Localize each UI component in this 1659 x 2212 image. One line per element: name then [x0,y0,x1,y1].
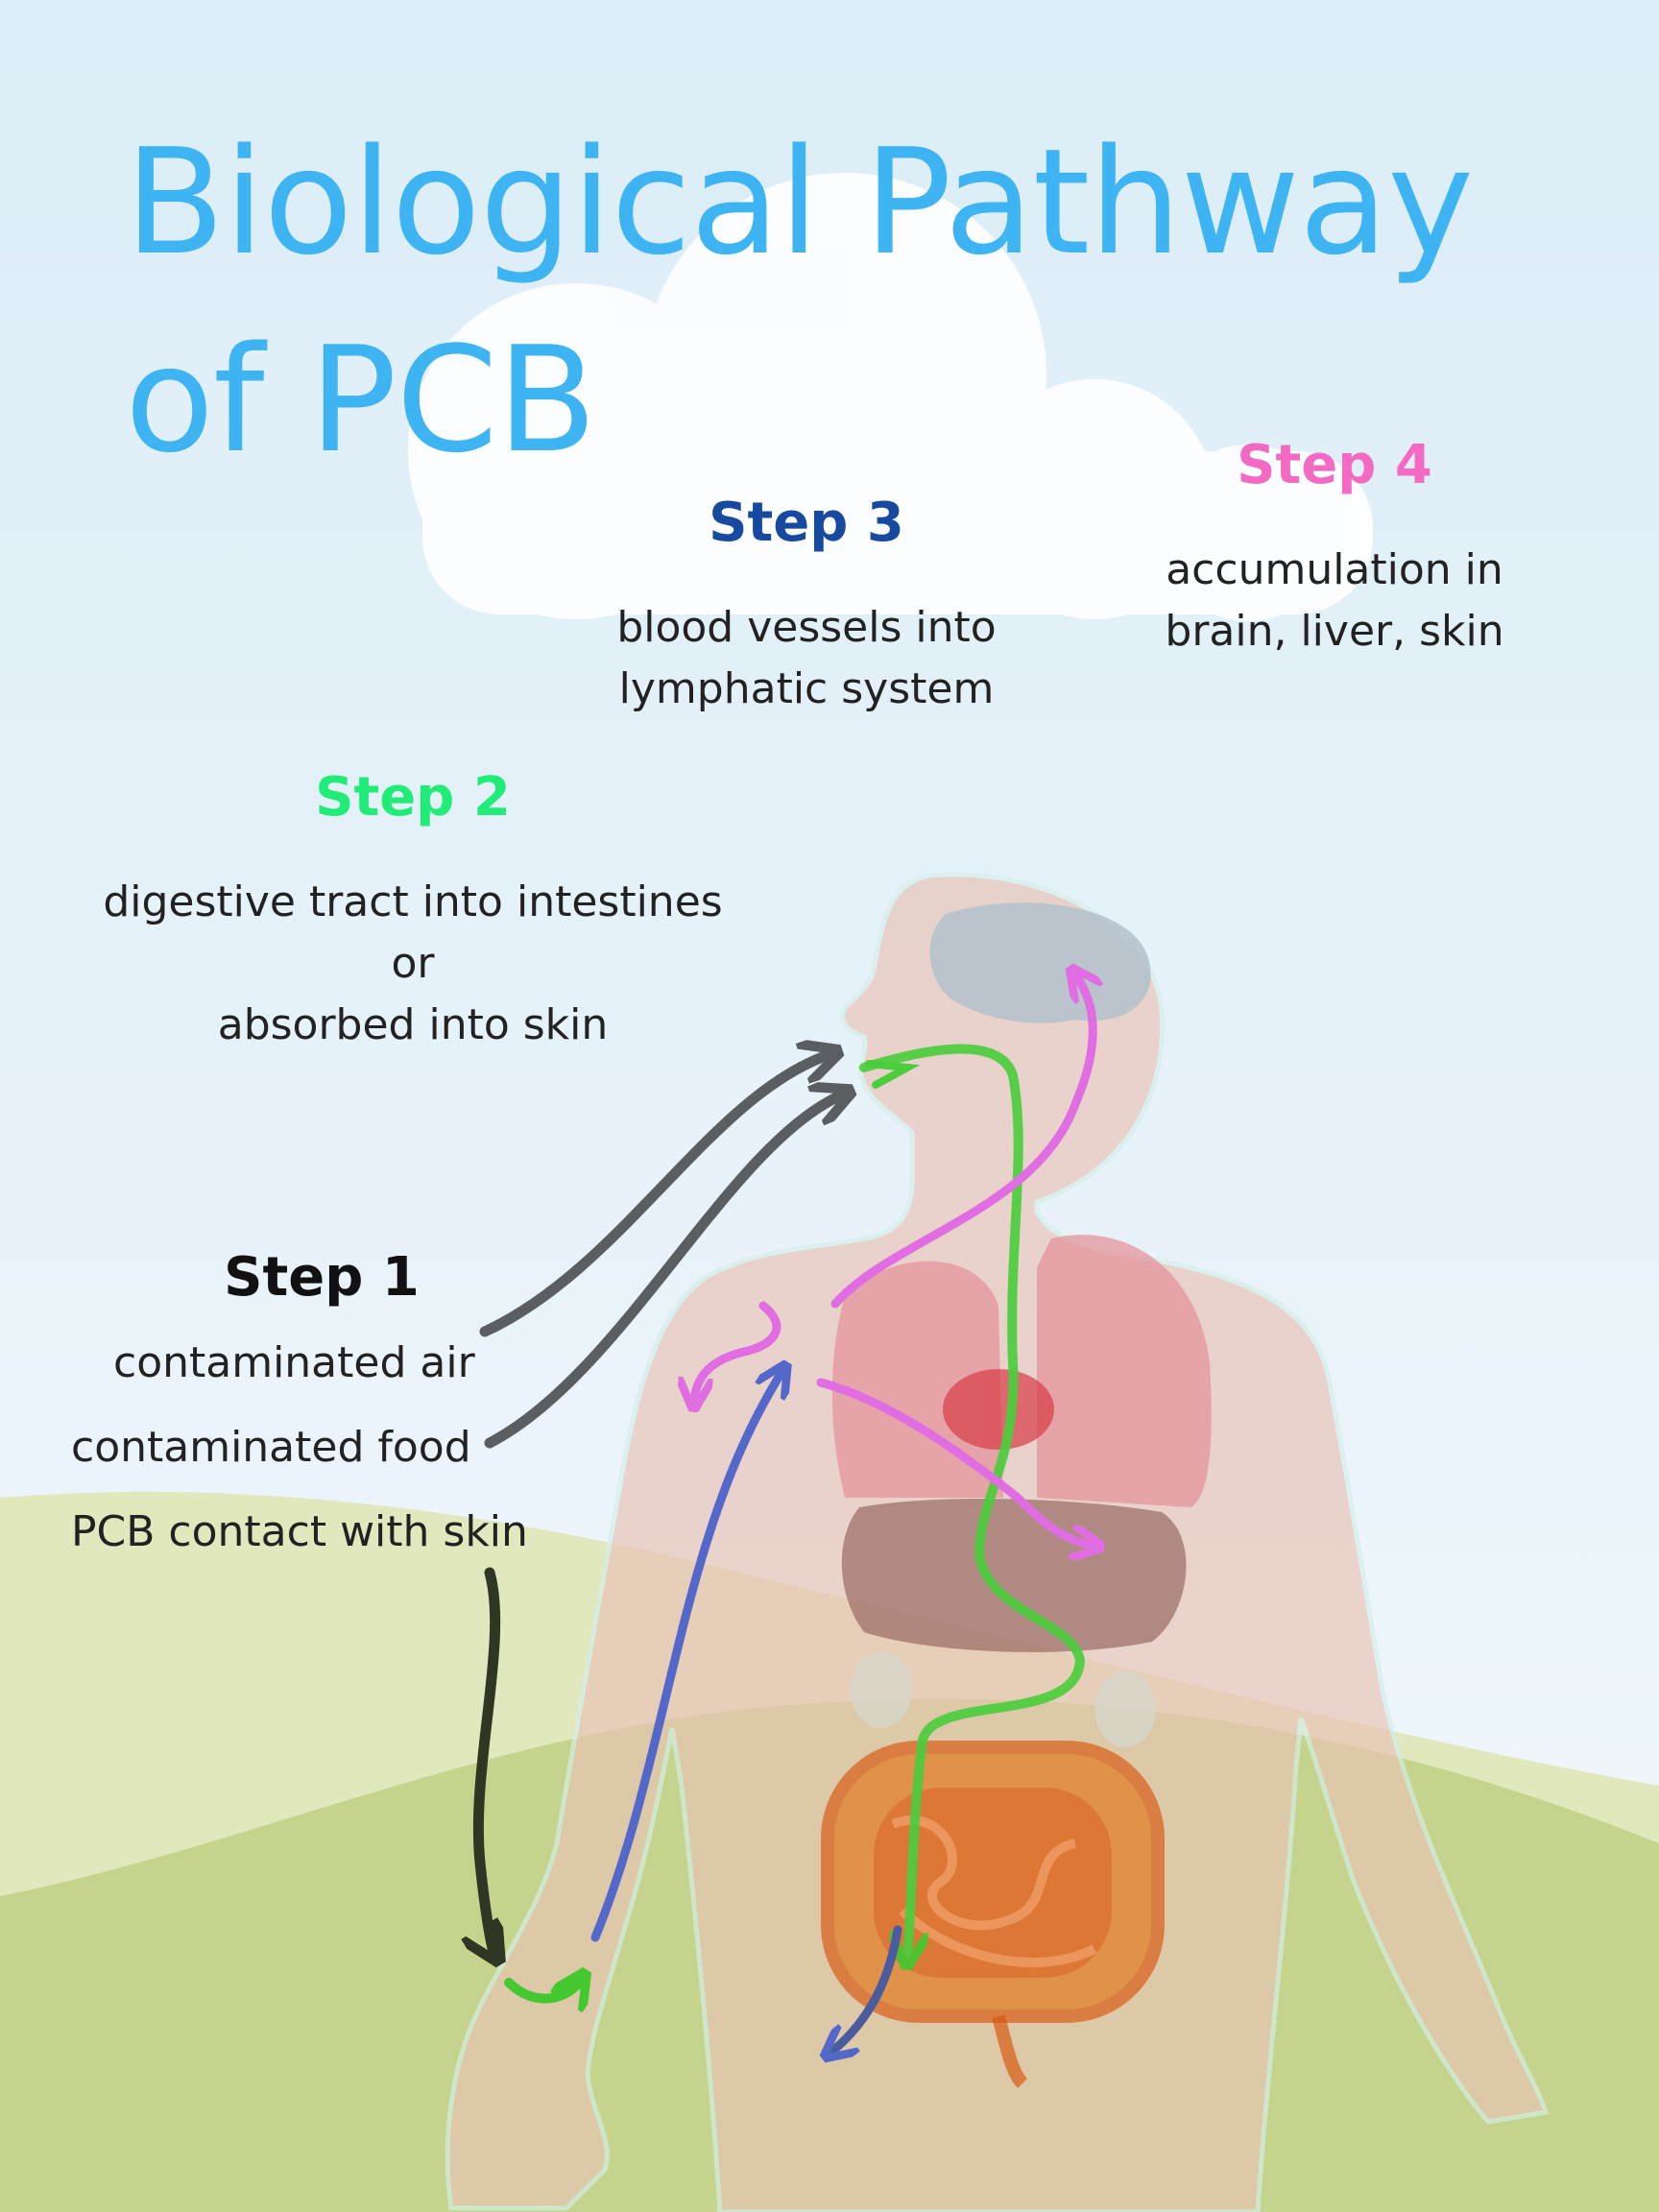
step2-heading: Step 2 [315,766,511,829]
food-arrow [484,1094,843,1449]
step4-heading: Step 4 [1237,434,1432,496]
to-liver-arrow [816,1378,1094,1546]
mouth-entry-icon [865,1060,921,1089]
blood-arrows [590,1371,902,2053]
step4-description: accumulation in brain, liver, skin [1114,540,1555,662]
hand-absorb-arrow [504,1980,581,1999]
heart-icon [943,1369,1054,1450]
step1-heading: Step 1 [224,1246,420,1309]
step1-item-air: contaminated air [113,1338,475,1387]
skin-arrow [478,1567,494,1954]
step4-line: accumulation in [1166,545,1503,594]
page-title: Biological Pathway of PCB [125,104,1623,499]
digestive-arrow [859,1044,1086,1959]
step3-heading: Step 3 [709,492,904,554]
to-brain-arrow [830,974,1093,1309]
title-line-2: of PCB [125,315,597,485]
to-skin-arrow [694,1301,781,1402]
step3-description: blood vessels into lymphatic system [576,597,1037,720]
step2-description: digestive tract into intestines or absor… [86,872,739,1056]
liver-icon [841,1498,1187,1652]
step4-line: brain, liver, skin [1165,607,1504,656]
step2-line: absorbed into skin [217,1000,609,1049]
step1-item-skin: PCB contact with skin [71,1507,528,1556]
blood-arrow-up [590,1371,782,1942]
air-arrow [479,1054,830,1337]
step3-line: lymphatic system [618,664,995,713]
step2-line: digestive tract into intestines [103,878,723,926]
kidney-icon [851,1651,1156,1747]
step2-line: or [391,939,435,988]
blood-arrow-out [830,1925,902,2053]
exposure-arrows [478,1054,843,1999]
step3-line: blood vessels into [616,603,997,652]
title-line-1: Biological Pathway [125,117,1474,287]
accumulation-arrows [694,974,1094,1546]
step1-item-food: contaminated food [71,1423,471,1472]
cloud-icon [408,173,1373,621]
